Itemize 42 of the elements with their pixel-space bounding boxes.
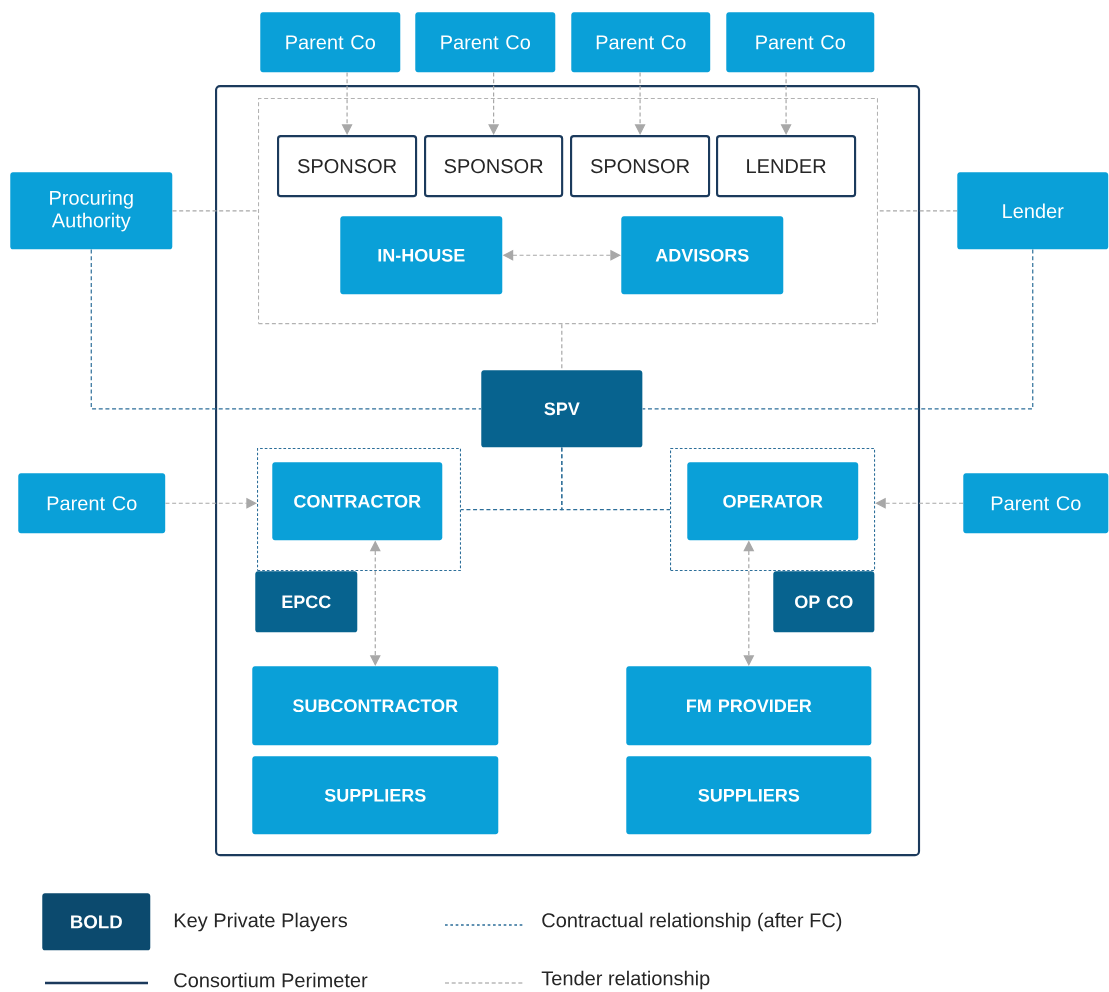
company-box: Parent Co [415, 12, 556, 73]
company-box: Parent Co [963, 473, 1109, 534]
company-box: Parent Co [571, 12, 711, 73]
party-box: SUBCONTRACTOR [252, 666, 499, 746]
arrow [164, 497, 257, 509]
role-box: SPONSOR [570, 135, 711, 198]
arrow [634, 71, 646, 135]
company-box: Lender [957, 172, 1109, 250]
group-frame [670, 448, 876, 572]
key-player-box: SPV [481, 370, 643, 448]
connector-line [171, 210, 259, 212]
key-player-box: OP CO [773, 571, 875, 633]
connector-line [877, 210, 958, 212]
arrow [341, 71, 353, 135]
connector-line [561, 323, 563, 371]
group-frame [257, 448, 461, 572]
role-box: SPONSOR [424, 135, 564, 198]
party-box: OPERATOR [687, 462, 859, 541]
group-frame [258, 98, 878, 325]
party-box: CONTRACTOR [272, 462, 443, 541]
company-box: Procuring Authority [10, 172, 173, 250]
company-box: Parent Co [18, 473, 166, 534]
party-box: FM PROVIDER [626, 666, 872, 746]
connector-line [642, 249, 1034, 410]
connector-line [561, 447, 671, 511]
company-box: Parent Co [260, 12, 401, 73]
role-box: SPONSOR [277, 135, 418, 198]
role-box: LENDER [716, 135, 857, 198]
party-box: IN-HOUSE [340, 216, 503, 295]
company-box: Parent Co [726, 12, 875, 73]
key-player-box: EPCC [255, 571, 358, 633]
party-box: ADVISORS [621, 216, 784, 295]
legend-label: Key Private Players [174, 912, 347, 932]
connector-line [90, 249, 482, 410]
consortium-perimeter [215, 85, 921, 857]
party-box: SUPPLIERS [626, 756, 872, 835]
legend-label: Contractual relationship (after FC) [542, 912, 842, 932]
legend-label: Consortium Perimeter [174, 972, 368, 988]
arrow [780, 71, 792, 135]
arrow [488, 71, 500, 135]
legend-label: Tender relationship [541, 970, 710, 990]
party-box: SUPPLIERS [252, 756, 499, 835]
